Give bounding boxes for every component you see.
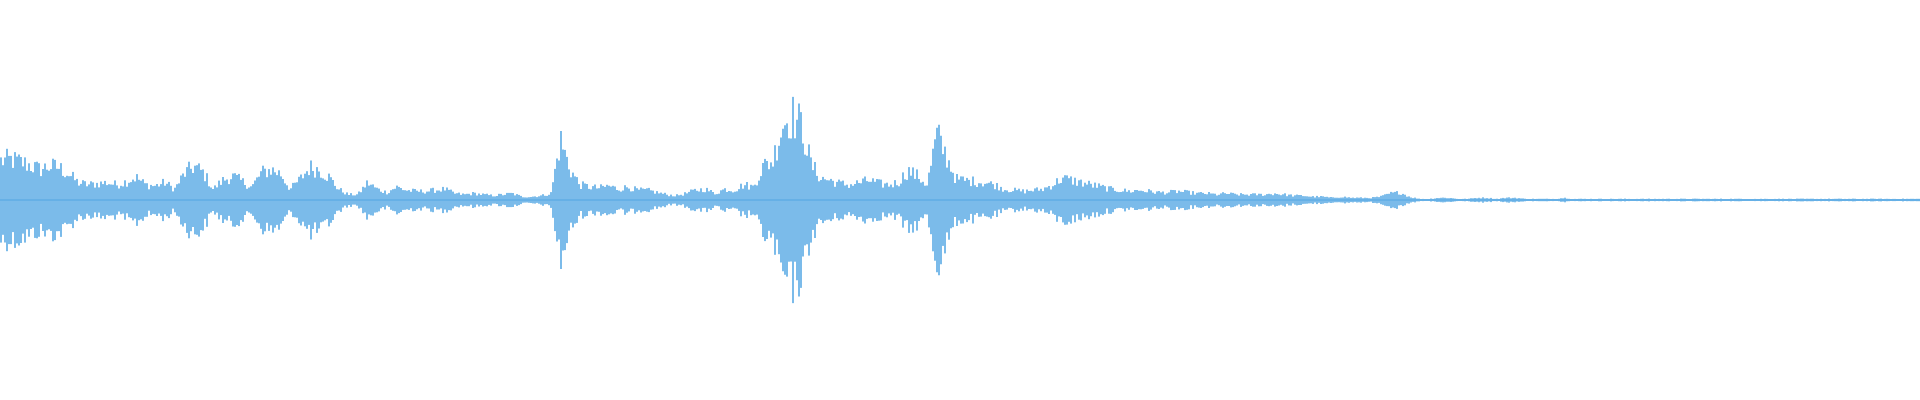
waveform-bars [0,96,1920,304]
